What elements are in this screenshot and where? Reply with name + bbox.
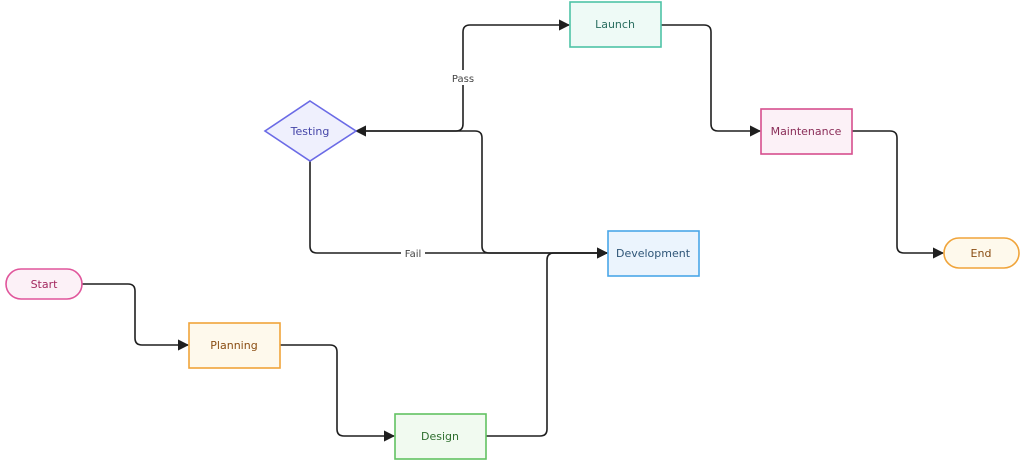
node-end-label: End — [971, 247, 992, 260]
node-planning-label: Planning — [210, 339, 257, 352]
node-end-shape — [943, 237, 1020, 269]
node-planning-shape — [188, 322, 281, 369]
edge-testing-development — [309, 161, 609, 259]
edge-label-fail-bg — [401, 246, 425, 261]
node-end[interactable]: End — [943, 237, 1020, 269]
node-design[interactable]: Design — [394, 413, 487, 460]
edge-design-development — [486, 247, 609, 437]
node-testing-shape — [263, 100, 358, 162]
node-design-shape — [394, 413, 487, 460]
node-maintenance[interactable]: Maintenance — [760, 108, 853, 155]
node-maintenance-label: Maintenance — [771, 125, 842, 138]
nodes-group: Start Planning Design Development Testin… — [5, 1, 1020, 460]
edge-launch-maintenance — [661, 24, 762, 137]
node-start-label: Start — [31, 278, 59, 291]
node-development-label: Development — [616, 247, 691, 260]
edge-start-planning — [82, 283, 190, 351]
node-testing-label: Testing — [290, 125, 330, 138]
node-launch[interactable]: Launch — [569, 1, 662, 48]
node-testing[interactable]: Testing — [263, 100, 358, 162]
edge-development-testing — [354, 125, 607, 254]
node-launch-shape — [569, 1, 662, 48]
node-development-shape — [607, 230, 700, 277]
node-start[interactable]: Start — [5, 268, 83, 300]
edge-label-pass: Pass — [452, 74, 474, 85]
node-start-shape — [5, 268, 83, 300]
edge-labels-group: Pass Fail — [401, 70, 477, 261]
node-development[interactable]: Development — [607, 230, 700, 277]
edge-label-fail: Fail — [405, 249, 422, 260]
edge-maintenance-end — [852, 130, 945, 259]
node-maintenance-shape — [760, 108, 853, 155]
edge-planning-design — [280, 344, 396, 442]
node-design-label: Design — [421, 430, 459, 443]
edges-group — [82, 19, 945, 442]
node-launch-label: Launch — [595, 18, 635, 31]
node-planning[interactable]: Planning — [188, 322, 281, 369]
edge-label-pass-bg — [449, 70, 477, 85]
